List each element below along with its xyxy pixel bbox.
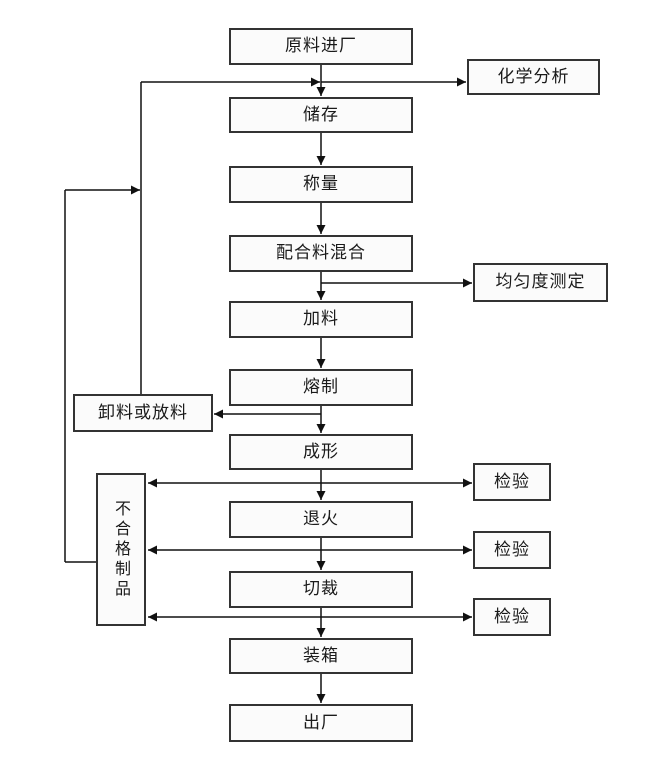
node-shipping: 出厂 — [229, 704, 413, 742]
node-packing-label: 装箱 — [303, 645, 339, 666]
node-annealing-label: 退火 — [303, 509, 339, 529]
node-storage: 储存 — [229, 97, 413, 133]
node-feeding-label: 加料 — [303, 309, 339, 329]
node-forming: 成形 — [229, 434, 413, 470]
node-raw-material-in: 原料进厂 — [229, 28, 413, 65]
node-unload-or-discharge: 卸料或放料 — [73, 394, 213, 432]
node-batch-mixing: 配合料混合 — [229, 235, 413, 272]
node-inspection-3: 检验 — [473, 598, 551, 636]
node-forming-label: 成形 — [303, 441, 339, 462]
node-rejects-label: 不合格制品 — [112, 499, 131, 600]
node-chemical-analysis-label: 化学分析 — [497, 66, 570, 87]
node-inspection-2: 检验 — [473, 531, 551, 569]
node-melting: 熔制 — [229, 369, 413, 406]
node-rejects: 不合格制品 — [96, 473, 146, 626]
node-feeding: 加料 — [229, 301, 413, 338]
node-inspection-2-label: 检验 — [494, 539, 530, 560]
node-cutting: 切裁 — [229, 571, 413, 608]
node-inspection-3-label: 检验 — [494, 606, 530, 627]
node-weighing: 称量 — [229, 166, 413, 203]
node-packing: 装箱 — [229, 638, 413, 674]
node-weighing-label: 称量 — [303, 174, 339, 194]
node-cutting-label: 切裁 — [303, 579, 339, 599]
node-batch-mixing-label: 配合料混合 — [276, 243, 366, 263]
node-shipping-label: 出厂 — [303, 712, 339, 733]
node-inspection-1-label: 检验 — [494, 471, 530, 492]
node-uniformity-test: 均匀度测定 — [473, 263, 608, 302]
node-inspection-1: 检验 — [473, 463, 551, 501]
node-annealing: 退火 — [229, 501, 413, 538]
node-uniformity-test-label: 均匀度测定 — [495, 272, 586, 292]
node-storage-label: 储存 — [303, 104, 339, 125]
node-raw-material-in-label: 原料进厂 — [285, 36, 357, 56]
node-unload-or-discharge-label: 卸料或放料 — [98, 402, 188, 423]
node-melting-label: 熔制 — [303, 377, 339, 397]
node-chemical-analysis: 化学分析 — [467, 59, 600, 95]
